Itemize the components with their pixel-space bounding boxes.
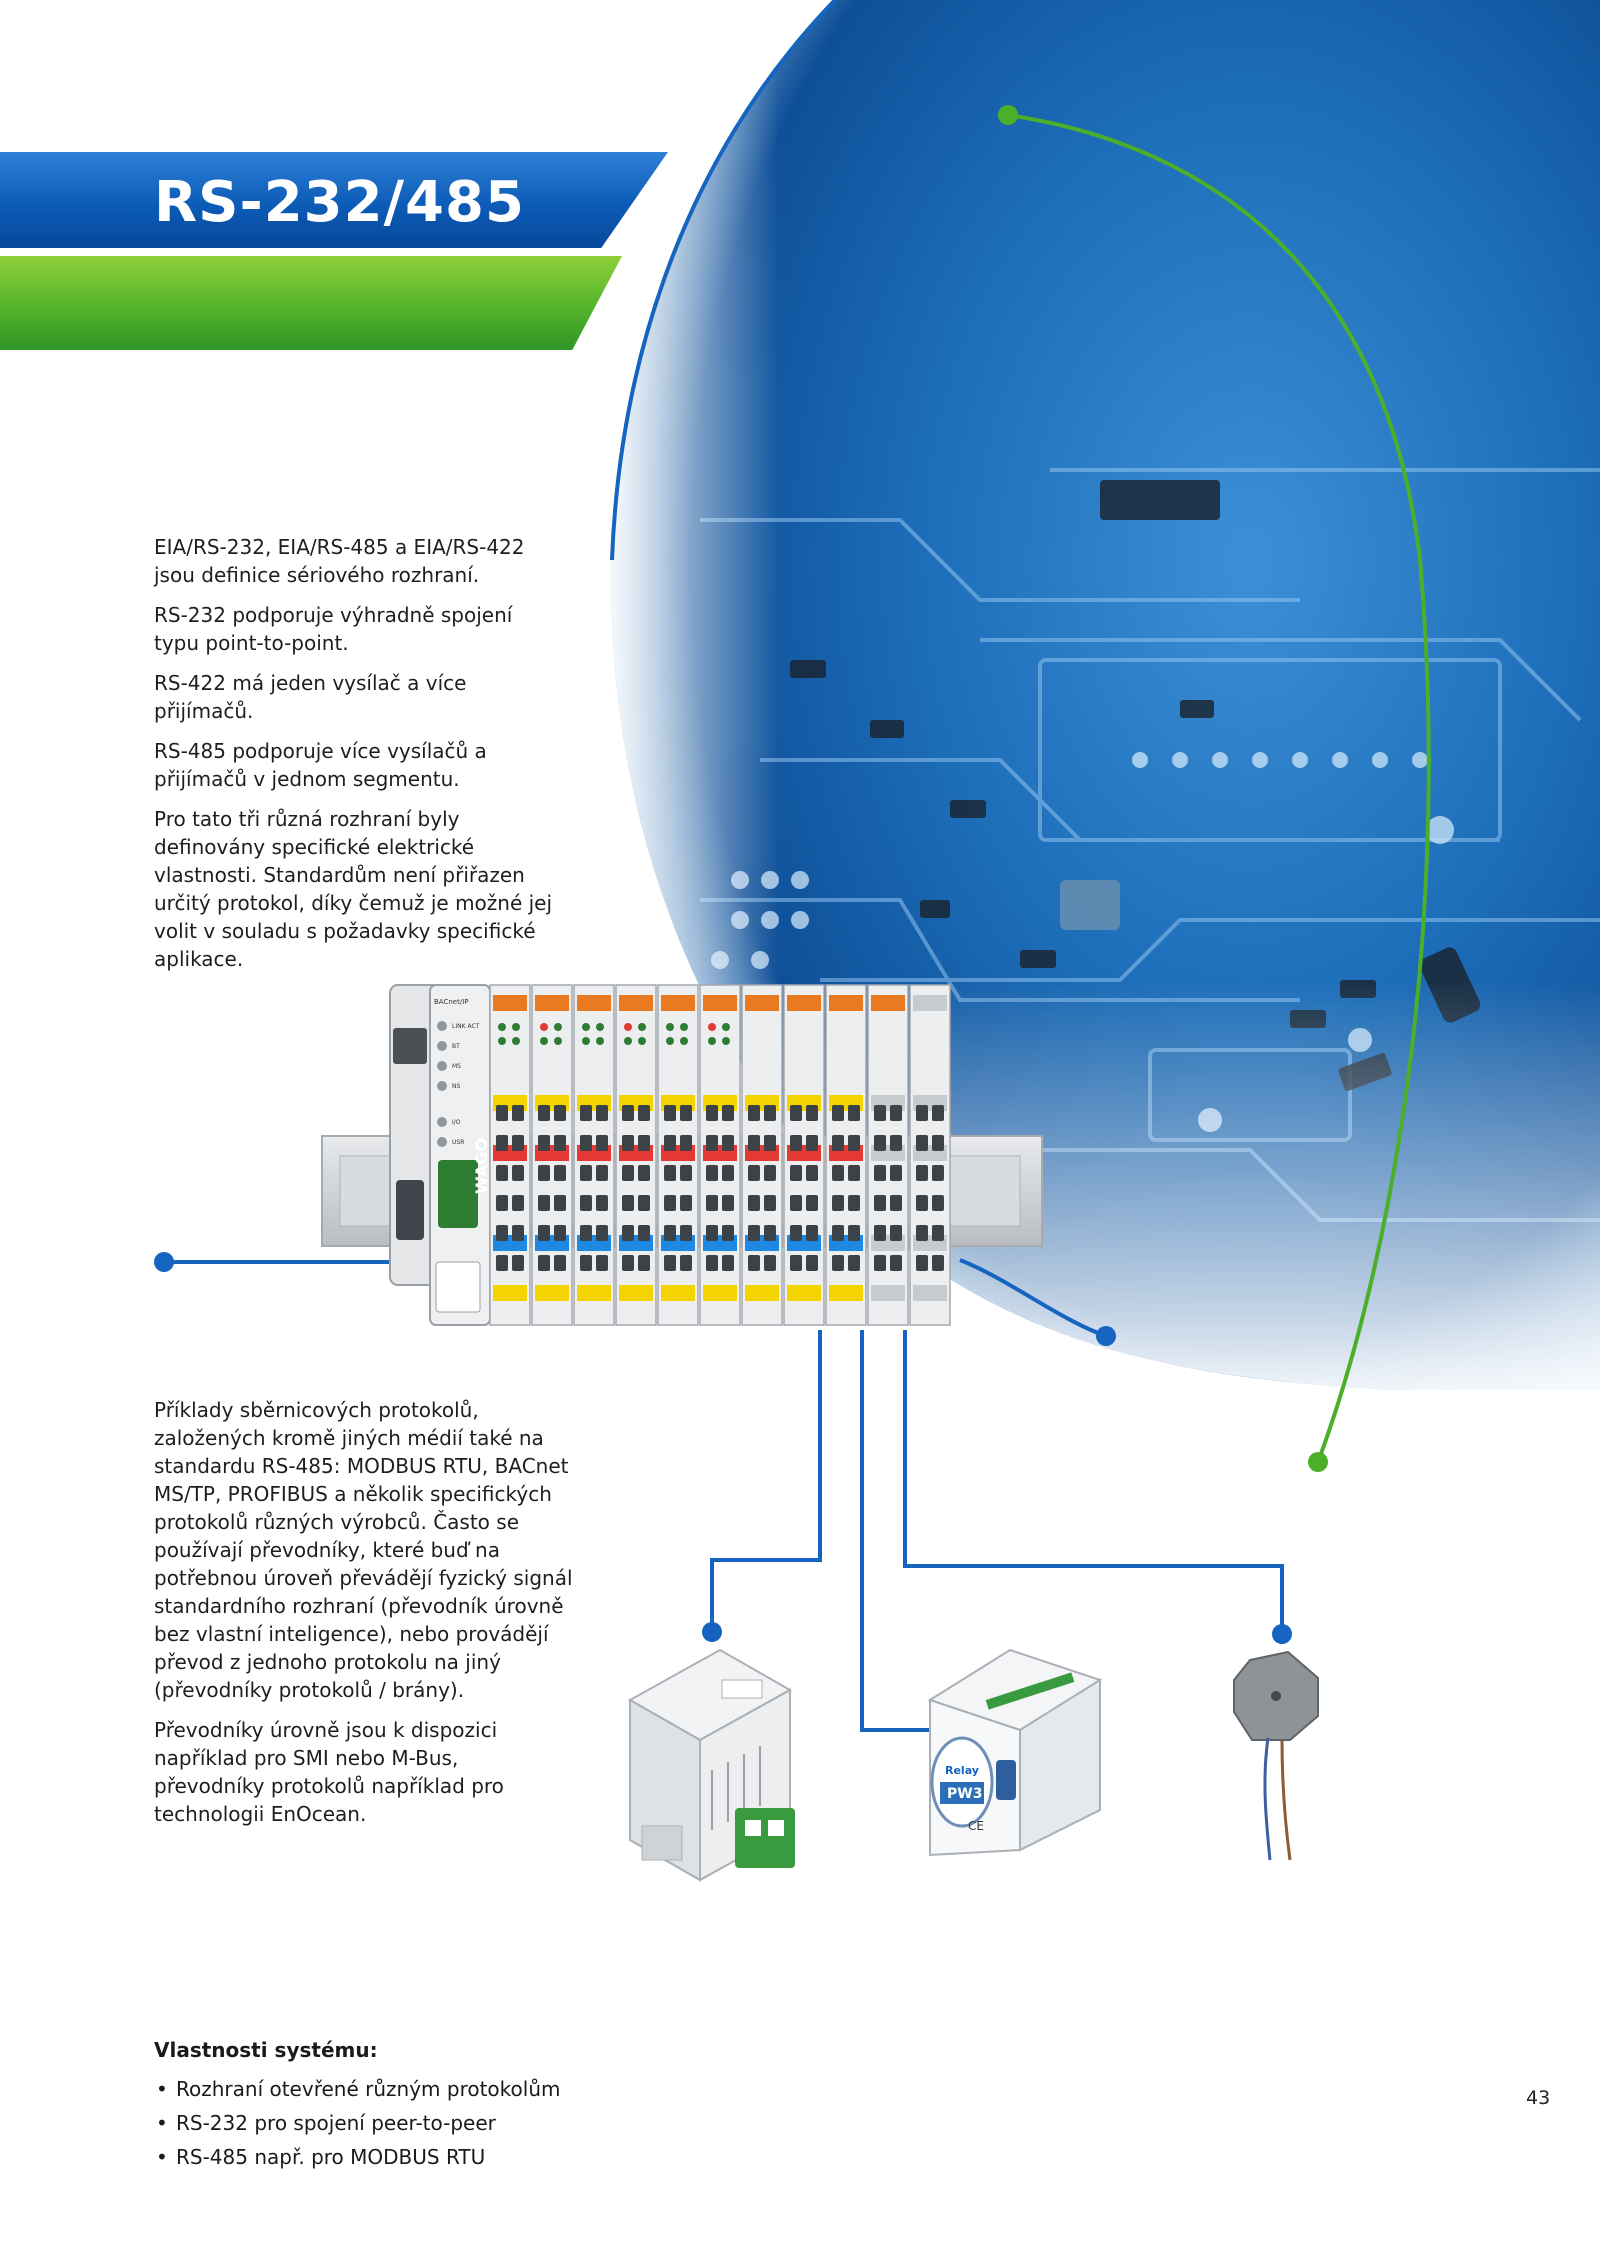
led-label-io: I/O bbox=[452, 1119, 461, 1126]
page-title: RS-232/485 bbox=[154, 170, 525, 235]
enocean-converter-image bbox=[1233, 1650, 1319, 1861]
system-properties-list: Rozhraní otevřené různým protokolům RS-2… bbox=[154, 2072, 574, 2174]
examples-text-block: Příklady sběrnicových protokolů, založen… bbox=[154, 1396, 574, 1840]
io-module bbox=[783, 984, 825, 1326]
intro-text-block: EIA/RS-232, EIA/RS-485 a EIA/RS-422 jsou… bbox=[154, 533, 554, 985]
ce-mark: CE bbox=[968, 1819, 984, 1833]
io-module bbox=[825, 984, 867, 1326]
pw3-converter-image: Relay PW3 CE bbox=[927, 1648, 1103, 1857]
io-module bbox=[699, 984, 741, 1326]
page-number: 43 bbox=[1526, 2087, 1551, 2109]
io-module bbox=[573, 984, 615, 1326]
brand-logo: WAGO bbox=[472, 1138, 491, 1194]
io-module bbox=[909, 984, 951, 1326]
header-banner-blue bbox=[0, 152, 668, 248]
io-module bbox=[741, 984, 783, 1326]
led-label-ns: NS bbox=[452, 1083, 460, 1090]
converter3-dot bbox=[1272, 1624, 1292, 1644]
led-label-usr: USR bbox=[452, 1139, 464, 1146]
converter1-dot bbox=[702, 1622, 722, 1642]
right-connector-dot bbox=[1096, 1326, 1116, 1346]
converter-connector-lines bbox=[710, 1330, 1284, 1732]
system-properties-title: Vlastnosti systému: bbox=[154, 2038, 378, 2062]
list-item: RS-232 pro spojení peer-to-peer bbox=[154, 2106, 574, 2140]
pw3-brand: Relay bbox=[945, 1764, 979, 1777]
intro-paragraph: RS-422 má jeden vysílač a více přijímačů… bbox=[154, 671, 467, 723]
right-connector-curve bbox=[959, 1258, 1107, 1338]
list-item: RS-485 např. pro MODBUS RTU bbox=[154, 2140, 574, 2174]
green-arc-end-dot bbox=[1308, 1452, 1328, 1472]
left-connector-dot bbox=[154, 1252, 174, 1272]
io-module bbox=[531, 984, 573, 1326]
intro-paragraph: Pro tato tři různá rozhraní byly definov… bbox=[154, 807, 553, 971]
list-item: Rozhraní otevřené různým protokolům bbox=[154, 2072, 574, 2106]
io-module bbox=[489, 984, 531, 1326]
led-label-link: LINK ACT bbox=[452, 1023, 480, 1030]
intro-paragraph: RS-232 podporuje výhradně spojení typu p… bbox=[154, 603, 513, 655]
header-banner-green bbox=[0, 256, 622, 350]
io-modules bbox=[489, 984, 951, 1326]
green-arc-start-dot bbox=[998, 105, 1018, 125]
level-converter-image bbox=[627, 1648, 795, 1882]
io-module bbox=[657, 984, 699, 1326]
io-module bbox=[615, 984, 657, 1326]
led-label-ms: MS bbox=[452, 1063, 461, 1070]
io-module bbox=[867, 984, 909, 1326]
controller-module: WAGO BACnet/IP LINK ACT BT MS NS I/O USR bbox=[389, 984, 491, 1326]
green-arc bbox=[1007, 113, 1431, 1463]
blue-arc bbox=[610, 0, 837, 561]
examples-paragraph: Příklady sběrnicových protokolů, založen… bbox=[154, 1398, 573, 1702]
examples-paragraph: Převodníky úrovně jsou k dispozici napří… bbox=[154, 1718, 504, 1826]
intro-paragraph: EIA/RS-232, EIA/RS-485 a EIA/RS-422 jsou… bbox=[154, 535, 525, 587]
pw3-label: PW3 bbox=[947, 1786, 982, 1802]
intro-paragraph: RS-485 podporuje více vysílačů a přijíma… bbox=[154, 739, 487, 791]
system-properties: Vlastnosti systému: Rozhraní otevřené rů… bbox=[154, 2038, 574, 2174]
led-label-bt: BT bbox=[452, 1043, 460, 1050]
module-header-label: BACnet/IP bbox=[434, 998, 469, 1006]
